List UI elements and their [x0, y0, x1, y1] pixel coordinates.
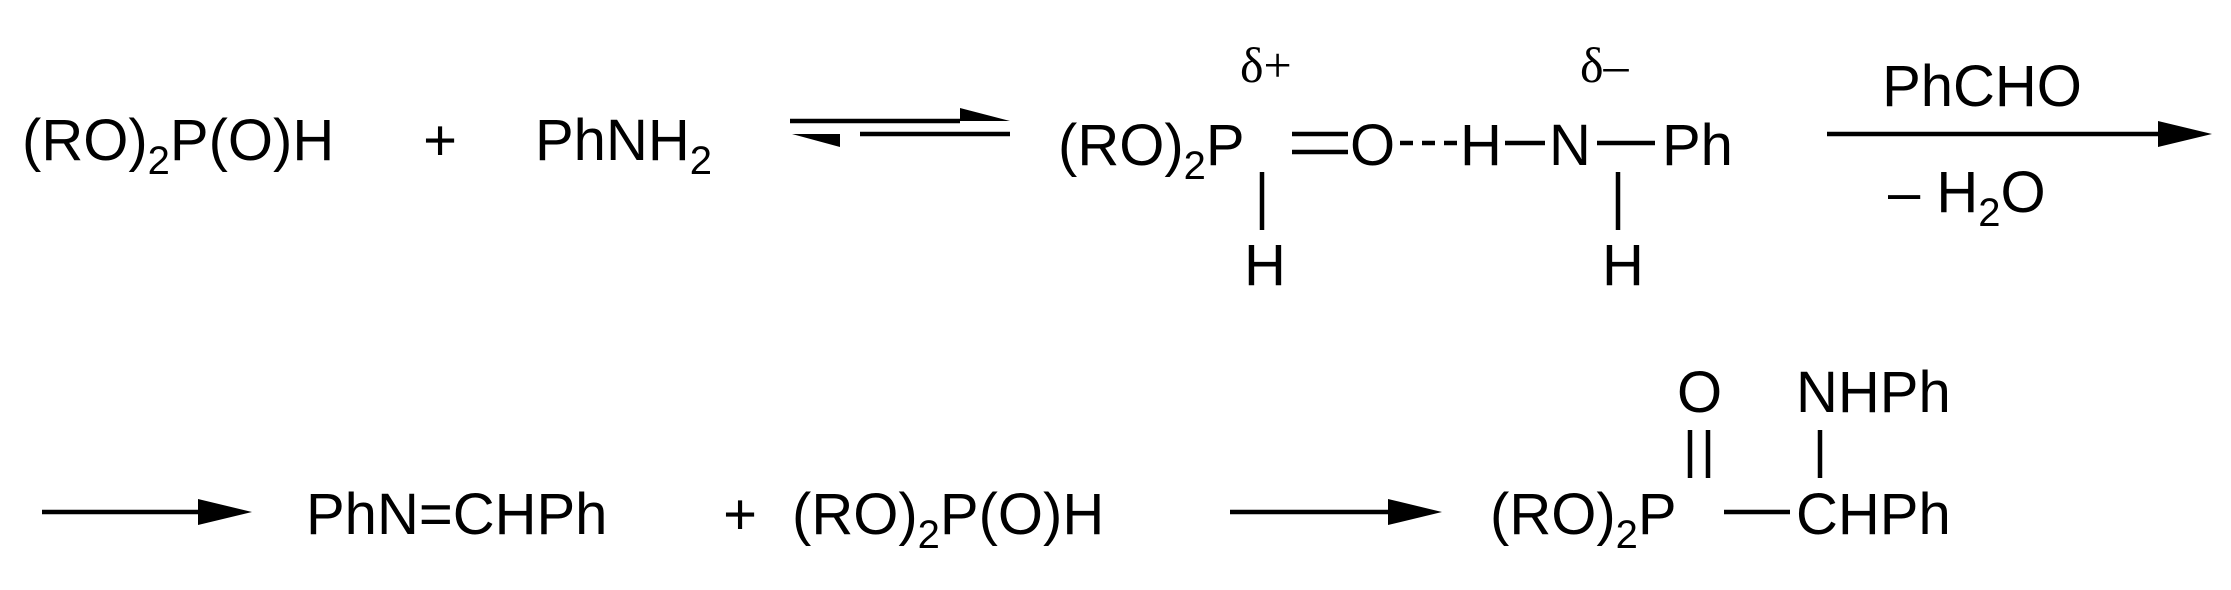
equilibrium-forward-head: [960, 108, 1010, 121]
plus-sign-1: +: [423, 108, 457, 173]
product-aminophosphonate: O NHPh (RO)2P CHPh: [1490, 360, 1951, 557]
byproduct-water-suffix: O: [2001, 160, 2046, 225]
reactant-phosphite-prefix: (RO): [22, 108, 148, 173]
product-oxygen: O: [1677, 360, 1722, 425]
reactant-aniline-prefix: PhNH: [535, 108, 690, 173]
delta-plus-label: δ+: [1240, 37, 1292, 93]
reactant-phosphite-subscript: 2: [148, 139, 170, 183]
arrow-row2-start-head: [198, 499, 252, 525]
product-phosphite-subscript: 2: [1616, 513, 1638, 557]
arrow-step2-head: [2158, 121, 2212, 147]
plus-sign-2: +: [723, 482, 757, 547]
equilibrium-arrow: [790, 108, 1010, 147]
equilibrium-reverse-head: [792, 134, 840, 147]
byproduct-water-subscript: 2: [1978, 191, 2000, 235]
reactant-aniline: PhNH2: [535, 108, 712, 183]
complex-nitrogen: N: [1549, 113, 1591, 178]
byproduct-water-prefix: – H: [1888, 160, 1978, 225]
complex-phosphite-prefix: (RO): [1058, 113, 1184, 178]
product-phosphite: (RO)2P: [1490, 482, 1677, 557]
hydrogen-bond-complex: (RO)2P δ+ O H δ– N Ph H H: [1058, 37, 1733, 298]
reactant-aniline-subscript: 2: [690, 139, 712, 183]
reaction-arrow-step2: PhCHO – H2O: [1827, 54, 2212, 235]
complex-p-hydrogen: H: [1244, 233, 1286, 298]
product-amine-group: NHPh: [1796, 360, 1951, 425]
complex-phosphite: (RO)2P: [1058, 113, 1245, 188]
product-phosphite-prefix: (RO): [1490, 482, 1616, 547]
reagent-benzaldehyde: PhCHO: [1882, 54, 2082, 119]
reactant-phosphite-2: (RO)2P(O)H: [792, 482, 1104, 557]
complex-phenyl: Ph: [1662, 113, 1733, 178]
imine: PhN=CHPh: [306, 482, 607, 547]
product-carbon-group: CHPh: [1796, 482, 1951, 547]
reactant-phosphite-2-prefix: (RO): [792, 482, 918, 547]
delta-minus-label: δ–: [1580, 37, 1630, 93]
reactant-phosphite-2-subscript: 2: [918, 513, 940, 557]
reaction-arrow-row2-end: [1230, 499, 1442, 525]
reactant-phosphite: (RO)2P(O)H: [22, 108, 334, 183]
reactant-phosphite-2-suffix: P(O)H: [940, 482, 1104, 547]
complex-phosphorus: P: [1206, 113, 1245, 178]
product-phosphorus: P: [1638, 482, 1677, 547]
byproduct-water: – H2O: [1888, 160, 2046, 235]
arrow-row2-end-head: [1388, 499, 1442, 525]
complex-n-hydrogen: H: [1602, 233, 1644, 298]
complex-bridging-hydrogen: H: [1460, 113, 1502, 178]
complex-phosphite-subscript: 2: [1184, 144, 1206, 188]
complex-oxygen: O: [1350, 113, 1395, 178]
reactant-phosphite-suffix: P(O)H: [170, 108, 334, 173]
reaction-arrow-row2-start: [42, 499, 252, 525]
